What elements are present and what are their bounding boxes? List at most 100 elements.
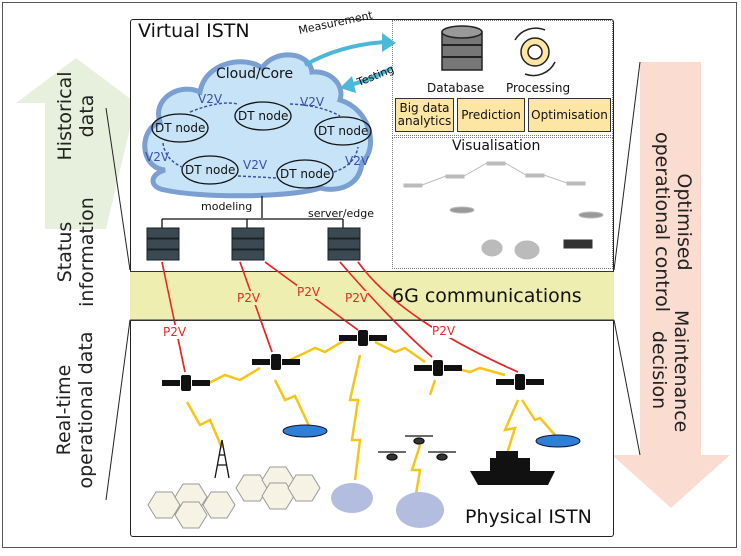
v2v-link	[189, 102, 239, 113]
drone-icons	[378, 435, 456, 461]
visualisation-thumbnail	[403, 161, 604, 260]
right-arrow-shaft	[640, 62, 701, 457]
p2v-link	[339, 261, 433, 358]
hexagon-cells	[147, 466, 321, 529]
lightning-links	[185, 338, 556, 501]
dt-node-ellipse	[314, 116, 372, 146]
modeling-bus	[161, 196, 344, 228]
mini-satellite-icon	[566, 181, 586, 186]
big-data-line1: Big data	[399, 101, 450, 115]
hex-cell	[202, 491, 236, 519]
server-icon	[327, 227, 361, 261]
mini-cluster	[514, 240, 540, 260]
server-icon	[231, 227, 265, 261]
big-data-line2: analytics	[397, 114, 452, 128]
visualisation-box	[392, 137, 613, 269]
left-arrow-shaft	[45, 103, 106, 229]
lightning-link	[185, 401, 224, 449]
lightning-link	[204, 366, 261, 387]
v2v-label: V2V	[198, 92, 223, 106]
mini-link	[421, 162, 568, 186]
dt-node-label[interactable]: DT node	[155, 121, 206, 135]
cloud-core-label: Cloud/Core	[216, 66, 294, 82]
drone-icon	[428, 451, 456, 461]
physical-istn-title: Physical ISTN	[465, 506, 592, 528]
visualisation-label: Visualisation	[452, 138, 541, 154]
processing-gear-icon	[514, 27, 556, 77]
p2v-link	[161, 261, 186, 373]
ground-users-cluster	[396, 492, 444, 528]
processing-label: Processing	[506, 81, 571, 95]
satellite-icon	[496, 374, 544, 390]
lightning-link	[374, 340, 426, 364]
dt-node-label[interactable]: DT node	[238, 109, 289, 123]
testing-arrowhead-icon	[340, 76, 356, 93]
v2v-links	[162, 102, 359, 179]
p2v-link	[357, 261, 519, 373]
prediction-box[interactable]: Prediction	[457, 98, 525, 132]
optimisation-box[interactable]: Optimisation	[528, 98, 611, 132]
v2v-label: V2V	[345, 154, 370, 168]
p2v-link	[239, 261, 273, 353]
mini-ship-icon	[563, 239, 593, 249]
database-label: Database	[427, 81, 485, 95]
lightning-link	[410, 444, 422, 501]
dt-node-ellipse	[234, 101, 292, 131]
v2v-link	[162, 142, 185, 169]
ground-users-cluster	[331, 483, 373, 513]
drone-icon	[405, 435, 433, 445]
p2v-label: P2V	[432, 324, 456, 338]
satellite-icon	[339, 330, 387, 346]
virtual-istn-title: Virtual ISTN	[138, 20, 250, 42]
airplane-icon	[282, 424, 328, 438]
mini-plane-icon	[578, 211, 604, 219]
airplane-icon	[535, 434, 581, 448]
lightning-link	[428, 379, 437, 396]
lightning-link	[289, 338, 346, 362]
lightning-link	[520, 399, 556, 436]
modeling-label: modeling	[201, 200, 253, 213]
measurement-arrowhead-icon	[382, 33, 396, 52]
lightning-link	[502, 399, 520, 461]
services-box	[392, 20, 613, 136]
edge-servers	[146, 227, 361, 261]
p2v-label: P2V	[345, 291, 369, 305]
big-data-analytics-box[interactable]: Big data analytics	[395, 98, 454, 132]
drone-icon	[378, 451, 406, 461]
server-icon	[146, 227, 180, 261]
p2v-label: P2V	[163, 325, 187, 339]
dt-node-ellipse	[276, 159, 334, 189]
optimisation-label: Optimisation	[531, 107, 608, 122]
left-connector-line-top	[105, 107, 131, 271]
measurement-arrow	[304, 40, 386, 67]
left-connector-line-bottom	[105, 319, 131, 501]
hex-cell	[287, 474, 321, 502]
ship-icon	[470, 451, 555, 485]
hex-cell	[174, 501, 208, 529]
right-connector-line-bottom	[613, 319, 641, 456]
v2v-label: V2V	[243, 158, 268, 172]
mini-satellite-icon	[403, 183, 423, 188]
satellites	[162, 330, 544, 391]
v2v-label: V2V	[145, 150, 170, 164]
prediction-label: Prediction	[461, 107, 521, 122]
v2v-label: V2V	[300, 95, 325, 109]
dt-node-label[interactable]: DT node	[318, 124, 369, 138]
mini-cluster	[481, 239, 503, 257]
dt-node-label[interactable]: DT node	[280, 167, 331, 181]
p2v-label: P2V	[297, 285, 321, 299]
satellite-icon	[252, 354, 300, 370]
satellite-icon	[414, 360, 462, 376]
dt-nodes	[151, 101, 372, 189]
dt-node-label[interactable]: DT node	[185, 163, 236, 177]
right-connector-line-top	[613, 61, 641, 271]
lightning-link	[348, 354, 362, 481]
cell-tower-icon	[214, 439, 230, 479]
dt-node-ellipse	[181, 155, 239, 185]
right-arrow-head	[612, 455, 730, 508]
p2v-label: P2V	[237, 291, 261, 305]
server-edge-label: server/edge	[308, 207, 375, 220]
6g-communications-label: 6G communications	[392, 285, 582, 307]
